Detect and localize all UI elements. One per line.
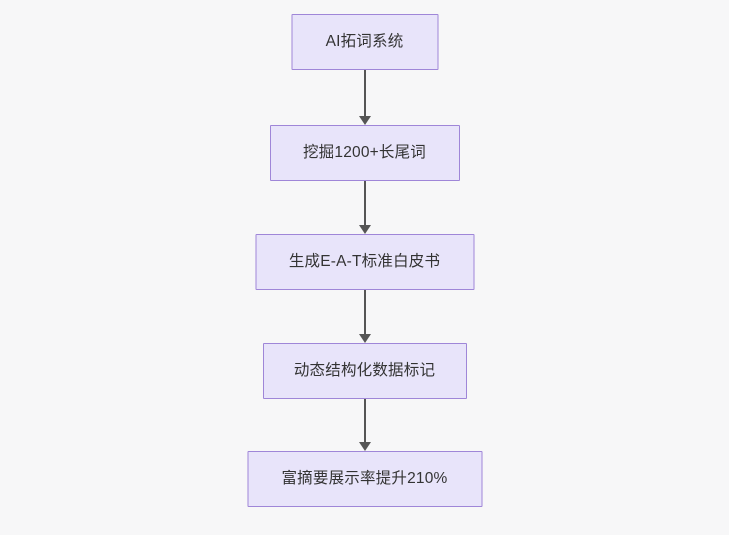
edge-line [363, 181, 366, 225]
edge-line [363, 399, 366, 442]
arrow-head-icon [358, 225, 371, 234]
flowchart-node-4-label: 动态结构化数据标记 [293, 362, 436, 380]
flowchart-node-1[interactable]: AI拓词系统 [291, 14, 438, 70]
edge-line [363, 290, 366, 334]
flowchart-node-2-label: 挖掘1200+长尾词 [302, 144, 427, 162]
flowchart-node-5-label: 富摘要展示率提升210% [281, 470, 448, 488]
flowchart-node-5[interactable]: 富摘要展示率提升210% [247, 451, 482, 507]
flowchart-edge-4-arrow [358, 399, 372, 451]
flowchart-node-3[interactable]: 生成E-A-T标准白皮书 [255, 234, 474, 290]
flowchart-node-2[interactable]: 挖掘1200+长尾词 [269, 125, 460, 181]
flowchart-node-1-label: AI拓词系统 [325, 33, 404, 51]
arrow-head-icon [358, 116, 371, 125]
flowchart-edge-1-arrow [358, 70, 372, 125]
arrow-head-icon [358, 334, 371, 343]
flowchart-node-3-label: 生成E-A-T标准白皮书 [288, 253, 441, 271]
flowchart-node-4[interactable]: 动态结构化数据标记 [262, 343, 467, 399]
flowchart-edge-2-arrow [358, 181, 372, 234]
flowchart-edge-3-arrow [358, 290, 372, 343]
edge-line [363, 70, 366, 116]
arrow-head-icon [358, 442, 371, 451]
